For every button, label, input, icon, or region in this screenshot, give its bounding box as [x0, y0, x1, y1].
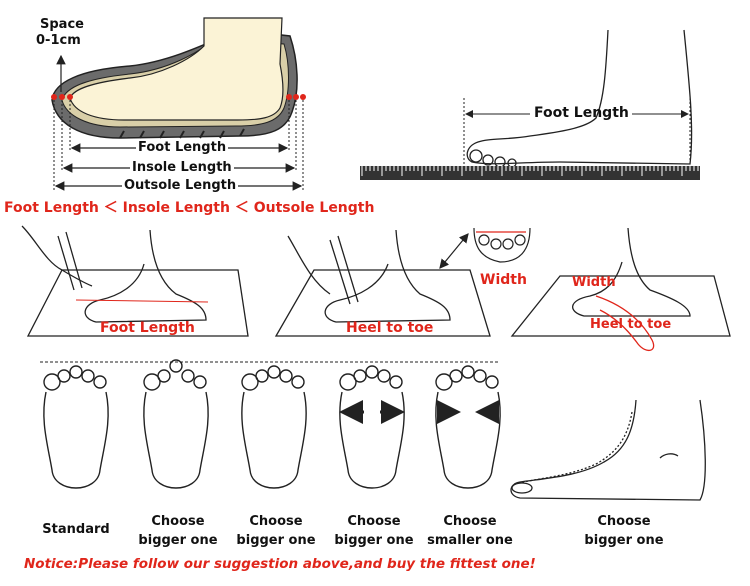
toe	[157, 369, 171, 383]
step2-heel-to-toe-label: Heel to toe	[346, 320, 434, 336]
toe	[241, 373, 259, 391]
foot-type-label-2: Choose	[151, 514, 205, 529]
foot-type-label-5: Choose	[443, 514, 497, 529]
foot-type-label-1: Standard	[42, 522, 110, 537]
foot-type-label-3: Choose	[249, 514, 303, 529]
toe	[389, 375, 403, 389]
toe	[57, 369, 71, 383]
foot-length-guide	[463, 98, 691, 166]
toe	[435, 373, 453, 391]
step3-width-label: Width	[480, 272, 527, 288]
side-foot-illustration	[510, 399, 706, 501]
toe	[193, 375, 207, 389]
foot-type-sublabel-5: smaller one	[427, 533, 513, 548]
toe	[267, 365, 281, 379]
foot-outline-1	[43, 365, 109, 489]
toe	[353, 369, 367, 383]
space-label: Space	[40, 17, 84, 32]
ruler-foot-length-label: Foot Length	[534, 105, 629, 121]
toe	[255, 369, 269, 383]
foot-on-ruler-illustration	[466, 29, 693, 168]
toe	[279, 369, 293, 383]
toe	[69, 365, 83, 379]
notice-text: Notice:Please follow our suggestion abov…	[24, 556, 536, 572]
foot-outline-5	[435, 365, 501, 489]
space-value: 0-1cm	[36, 33, 81, 48]
foot-type-label-4: Choose	[347, 514, 401, 529]
foot-type-sublabel-6: bigger one	[584, 533, 664, 548]
measure-step-2	[274, 229, 491, 337]
foot-type-sublabel-3: bigger one	[236, 533, 316, 548]
toe-width-detail	[439, 227, 531, 269]
length-comparison: Foot Length ＜ Insole Length ＜ Outsole Le…	[4, 200, 375, 216]
toe	[143, 373, 161, 391]
toe	[377, 369, 391, 383]
foot-outline-2	[143, 359, 209, 489]
step4-heel-to-toe-label: Heel to toe	[590, 317, 672, 332]
toe	[81, 369, 95, 383]
foot-outline-4	[339, 365, 405, 489]
foot-outline-3	[241, 365, 307, 489]
toe	[449, 369, 463, 383]
step1-foot-length-label: Foot Length	[100, 320, 195, 336]
toe	[43, 373, 61, 391]
toe	[169, 359, 183, 373]
foot-type-sublabel-4: bigger one	[334, 533, 414, 548]
toe	[93, 375, 107, 389]
toe	[461, 365, 475, 379]
ruler	[360, 166, 700, 180]
shoe-section-illustration	[51, 17, 306, 191]
step4-width-label: Width	[572, 275, 616, 290]
measure-step-4	[510, 227, 731, 351]
toe	[365, 365, 379, 379]
toe	[473, 369, 487, 383]
insole-length-label: Insole Length	[130, 160, 234, 175]
toe	[485, 375, 499, 389]
foot-type-label-6: Choose	[597, 514, 651, 529]
foot-length-label: Foot Length	[136, 140, 229, 155]
toe	[291, 375, 305, 389]
toe	[181, 369, 195, 383]
measure-step-1	[21, 225, 249, 337]
outsole-length-label: Outsole Length	[122, 178, 239, 193]
toe	[339, 373, 357, 391]
foot-type-sublabel-2: bigger one	[138, 533, 218, 548]
